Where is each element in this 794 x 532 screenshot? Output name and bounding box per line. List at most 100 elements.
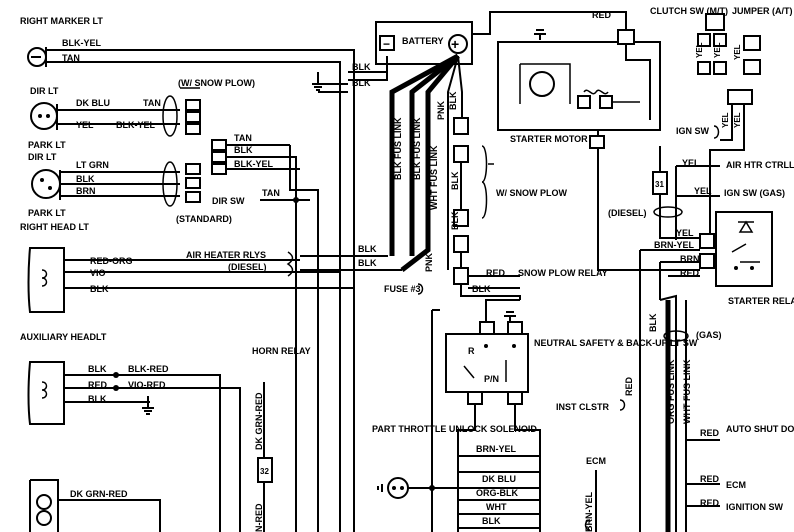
gas-label: (GAS) (696, 330, 722, 340)
clutch-sw: CLUTCH SW (M/T) YEL YEL (650, 6, 728, 75)
auxiliary-headlt: AUXILIARY HEADLT BLK BLK-RED RED VIO-RED… (20, 332, 241, 532)
wire-label-red-vert-lr: RED (624, 376, 634, 396)
neutral-safety-label: NEUTRAL SAFETY & BACK-UP LT SW (534, 338, 698, 348)
right-head-lt: RIGHT HEAD LT RED-ORG VIO BLK (20, 222, 354, 313)
wire-label-red-starter: RED (680, 268, 700, 278)
wire-label-brn-yel-starter: BRN-YEL (654, 240, 695, 250)
fuse3-label: FUSE #3 (384, 284, 421, 294)
starter-motor-label: STARTER MOTOR (510, 134, 588, 144)
lower-right-links: BLK RED ORG FUS LINK WHT FUS LINK (GAS) … (556, 250, 794, 532)
inst-clstr-label: INST CLSTR (556, 402, 609, 412)
auxiliary-headlt-label: AUXILIARY HEADLT (20, 332, 107, 342)
wire-label-brn-yel-ecm: BRN-YEL (584, 491, 594, 532)
ecm-right-label: ECM (726, 480, 746, 490)
jumper: JUMPER (A/T) YEL (732, 6, 793, 75)
park-lt-label-bottom: PARK LT (28, 208, 66, 218)
org-fus-link: ORG FUS LINK (666, 359, 676, 424)
park-lt-label-top: PARK LT (28, 140, 66, 150)
auto-shut-down-label: AUTO SHUT DOWN RLY (726, 424, 794, 434)
wire-label-yel-ign-2: YEL (733, 112, 742, 128)
wire-label-blk-aux-2: BLK (88, 394, 107, 404)
wire-label-blk-red: BLK-RED (128, 364, 169, 374)
relay-pn-label: P/N (484, 374, 499, 384)
wire-label-red-asd: RED (700, 428, 720, 438)
wire-label-blk-bat-1: BLK (352, 62, 371, 72)
wire-label-lt-grn: LT GRN (76, 160, 109, 170)
wire-label-pnk-1: PNK (436, 100, 446, 120)
right-head-lt-label: RIGHT HEAD LT (20, 222, 89, 232)
right-marker-lt: RIGHT MARKER LT BLK-YEL TAN (20, 16, 355, 532)
dir-lt: DIR LT DK BLU TAN YEL BLK-YEL (W/ SNOW P… (30, 78, 255, 137)
wire-label-blk-park-2: BLK (234, 145, 253, 155)
ign-sw-gas-label: IGN SW (GAS) (724, 188, 785, 198)
dir-lt-label: DIR LT (30, 86, 59, 96)
right-marker-lt-label: RIGHT MARKER LT (20, 16, 103, 26)
relay-r-label: R (468, 346, 475, 356)
wire-label-yel-airhtr: YEL (682, 158, 700, 168)
right-column: 31 YEL AIR HTR CTRLLR YEL IGN SW (GAS) (… (608, 146, 794, 300)
wire-label-blk-yel-park: BLK-YEL (234, 159, 273, 169)
wire-label-blk-vert-lr: BLK (648, 313, 658, 332)
center-fuses: BLK BLK W/ SNOW PLOW RED BLK SNOW PLOW R… (384, 117, 608, 300)
wire-label-dk-blu-bottom: DK BLU (482, 474, 516, 484)
wire-label-blk-bat-2: BLK (352, 78, 371, 88)
wire-label-red-snow: RED (486, 268, 506, 278)
wire-label-brn-yel-bottom: BRN-YEL (476, 444, 517, 454)
clutch-sw-label: CLUTCH SW (M/T) (650, 6, 728, 16)
conn-32-label: 32 (260, 467, 269, 476)
dir-lt-label-2: DIR LT (28, 152, 57, 162)
wire-label-n-red: N-RED (254, 503, 264, 532)
battery-label: BATTERY (402, 36, 444, 46)
horn-relay: HORN RELAY 32 DK GRN-RED N-RED (252, 346, 311, 532)
wire-label-yel-clutch: YEL (695, 42, 704, 58)
ecm-bottom-label: ECM (586, 456, 606, 466)
wire-label-vio-red: VIO-RED (128, 380, 166, 390)
wire-label-tan-top: TAN (62, 53, 80, 63)
wire-label-vio: VIO (90, 268, 106, 278)
part-throttle-label: PART THROTTLE UNLOCK SOLENOID (372, 424, 537, 434)
wire-label-org-blk: ORG-BLK (476, 488, 518, 498)
ground-symbol (312, 72, 348, 93)
wire-label-yel-ign: YEL (721, 112, 730, 128)
park-dir-lt: PARK LT DIR LT LT GRN BLK BRN PARK LT (S… (28, 133, 319, 532)
wire-label-red-ign: RED (700, 498, 720, 508)
wire-label-blk-vert-2: BLK (450, 171, 460, 190)
dir-sw-label: DIR SW (212, 196, 245, 206)
battery-minus: − (383, 37, 390, 51)
wire-label-blk-airhtr-2: BLK (358, 258, 377, 268)
bottom-left-component: DK GRN-RED (29, 479, 161, 532)
wire-label-blk-park: BLK (76, 174, 95, 184)
wire-label-red-aux: RED (88, 380, 108, 390)
ign-sw-top-label: IGN SW (676, 126, 710, 136)
wire-label-blk-yel-dir: BLK-YEL (116, 120, 155, 130)
wire-label-brn-park: BRN (76, 186, 96, 196)
wire-label-blk-vert-3: BLK (450, 211, 460, 230)
wire-label-yel-dir: YEL (76, 120, 94, 130)
snow-plow-relay-label: SNOW PLOW RELAY (518, 268, 608, 278)
wire-label-yel-jumper: YEL (733, 44, 742, 60)
neutral-safety-sw: R P/N NEUTRAL SAFETY & BACK-UP LT SW (431, 299, 698, 532)
wire-label-blk-snow: BLK (472, 284, 491, 294)
wire-label-dk-blu: DK BLU (76, 98, 110, 108)
wire-label-brn-starter: BRN (680, 254, 700, 264)
conn-31-label: 31 (655, 180, 664, 189)
ecm-bottom: ECM BRN-YEL (584, 456, 606, 532)
wire-label-blk-airhtr-1: BLK (358, 244, 377, 254)
wire-label-vio-blk: BLK (482, 516, 501, 526)
wire-label-wht: WHT (486, 502, 507, 512)
diesel-left-label: (DIESEL) (228, 262, 267, 272)
w-snow-plow-left-label: (W/ SNOW PLOW) (178, 78, 255, 88)
starter-relay-label: STARTER RELAY (728, 296, 794, 306)
ign-sw-top: YEL YEL IGN SW (676, 89, 753, 240)
ignition-sw-label: IGNITION SW (726, 502, 784, 512)
blk-fus-link-2: BLK FUS LINK (412, 117, 422, 180)
battery-plus: + (451, 36, 459, 52)
air-heater-rlys-label: AIR HEATER RLYS (186, 250, 266, 260)
wire-label-red-top: RED (592, 10, 612, 20)
blk-fus-link-1: BLK FUS LINK (393, 117, 403, 180)
wire-label-red-org: RED-ORG (90, 256, 133, 266)
horn-relay-label: HORN RELAY (252, 346, 311, 356)
wht-fus-link: WHT FUS LINK (429, 145, 439, 210)
wire-label-tan-dir: TAN (143, 98, 161, 108)
wire-label-dk-grn-red-vert: DK GRN-RED (254, 392, 264, 450)
